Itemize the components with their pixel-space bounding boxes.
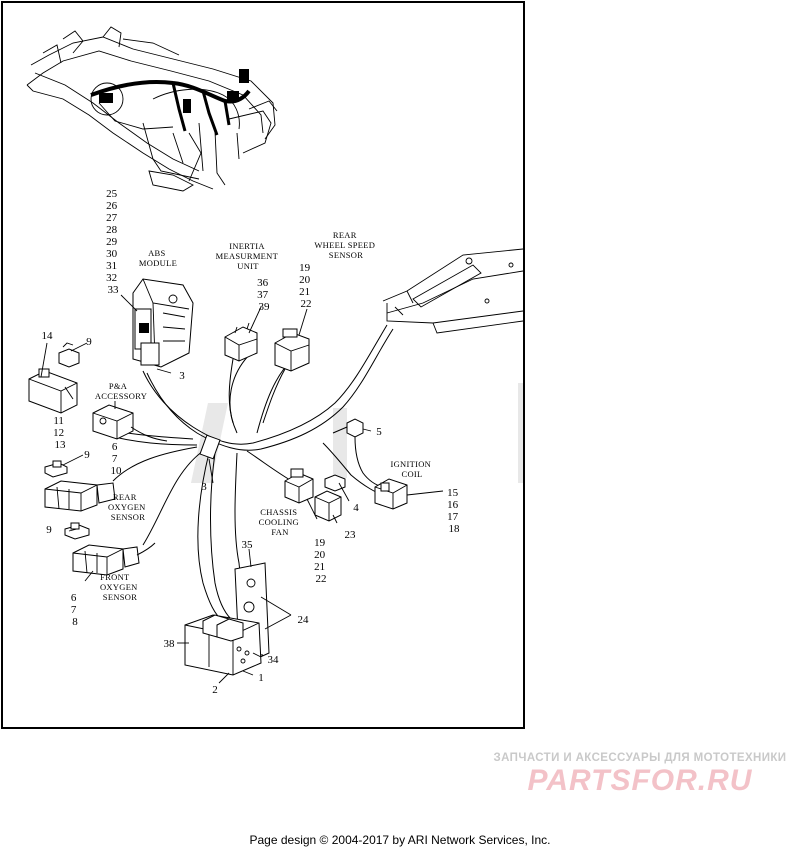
- chassis-fan-connector: [284, 468, 314, 504]
- connector-14: [28, 368, 78, 414]
- label-rear-oxygen: REAR OXYGEN SENSOR: [108, 492, 148, 522]
- callout-pa-stack: 11 12 13: [53, 415, 67, 451]
- frame-rail: [382, 248, 523, 334]
- callout-2: 2: [212, 684, 218, 696]
- rear-oxygen-connector: [44, 480, 116, 512]
- label-abs-module: ABS MODULE: [139, 248, 177, 268]
- callout-fan-stack: 19 20 21 22: [314, 537, 328, 585]
- callout-5: 5: [376, 426, 382, 438]
- label-ignition-coil: IGNITION COIL: [390, 459, 433, 479]
- ignition-coil-connector: [374, 478, 408, 510]
- diagram-frame: ABS MODULE INERTIA MEASURMENT UNIT REAR …: [1, 1, 525, 729]
- callout-abs-stack: 25 26 27 28 29 30 31 32 33: [106, 188, 120, 296]
- leader-lines: [40, 294, 444, 684]
- front-oxygen-connector: [72, 542, 156, 576]
- callout-ignition-stack: 15 16 17 18: [447, 487, 461, 535]
- watermark-logo: PARTSFOR.RU: [527, 764, 753, 797]
- callout-38: 38: [164, 638, 176, 650]
- label-chassis-fan: CHASSIS COOLING FAN: [259, 507, 302, 537]
- callout-front-stack: 6 7 8: [71, 592, 79, 628]
- callout-34: 34: [268, 654, 280, 666]
- callout-23: 23: [345, 529, 357, 541]
- label-rear-wheel-speed: REAR WHEEL SPEED SENSOR: [314, 230, 377, 260]
- callout-inertia-stack: 36 37 39: [257, 277, 271, 313]
- clip-4: [324, 474, 346, 492]
- callout-35: 35: [242, 539, 254, 551]
- pa-accessory-connector: [92, 404, 168, 442]
- abs-module: [132, 278, 194, 368]
- callout-9c: 9: [46, 524, 52, 536]
- component-labels: ABS MODULE INERTIA MEASURMENT UNIT REAR …: [95, 230, 433, 602]
- callout-9b: 9: [84, 449, 90, 461]
- motorcycle-frame-overview: [26, 26, 278, 192]
- wiring-harness-diagram: ABS MODULE INERTIA MEASURMENT UNIT REAR …: [26, 26, 523, 696]
- rear-wheel-connector: [262, 328, 310, 424]
- callout-pa-stack2: 6 7 10: [111, 441, 123, 477]
- clip-9b: [44, 460, 68, 478]
- callout-3a: 3: [179, 370, 185, 382]
- callout-rear-wheel-stack: 19 20 21 22: [299, 262, 313, 310]
- relay-block: [184, 614, 262, 676]
- inertia-connector: [224, 322, 258, 424]
- label-pa-accessory: P&A ACCESSORY: [95, 381, 147, 401]
- footer-copyright: Page design © 2004-2017 by ARI Network S…: [249, 833, 551, 847]
- label-front-oxygen: FRONT OXYGEN SENSOR: [100, 572, 140, 602]
- clip-9a: [58, 342, 80, 368]
- callout-numbers: 25 26 27 28 29 30 31 32 33 36 37 39 19 2…: [42, 188, 461, 696]
- main-harness: [102, 324, 394, 624]
- clip-9c: [64, 522, 90, 540]
- callout-24: 24: [298, 614, 310, 626]
- clip-5: [346, 418, 384, 488]
- callout-1: 1: [258, 672, 264, 684]
- callout-9a: 9: [86, 336, 92, 348]
- watermark-logo-block: ЗАПЧАСТИ И АКСЕССУАРЫ ДЛЯ МОТОТЕХНИКИ PA…: [488, 752, 792, 802]
- callout-14: 14: [42, 330, 54, 342]
- callout-3b: 3: [201, 481, 207, 493]
- watermark-tagline: ЗАПЧАСТИ И АКСЕССУАРЫ ДЛЯ МОТОТЕХНИКИ: [493, 752, 787, 764]
- label-inertia: INERTIA MEASURMENT UNIT: [216, 241, 281, 271]
- connector-23: [314, 490, 342, 522]
- callout-4: 4: [353, 502, 359, 514]
